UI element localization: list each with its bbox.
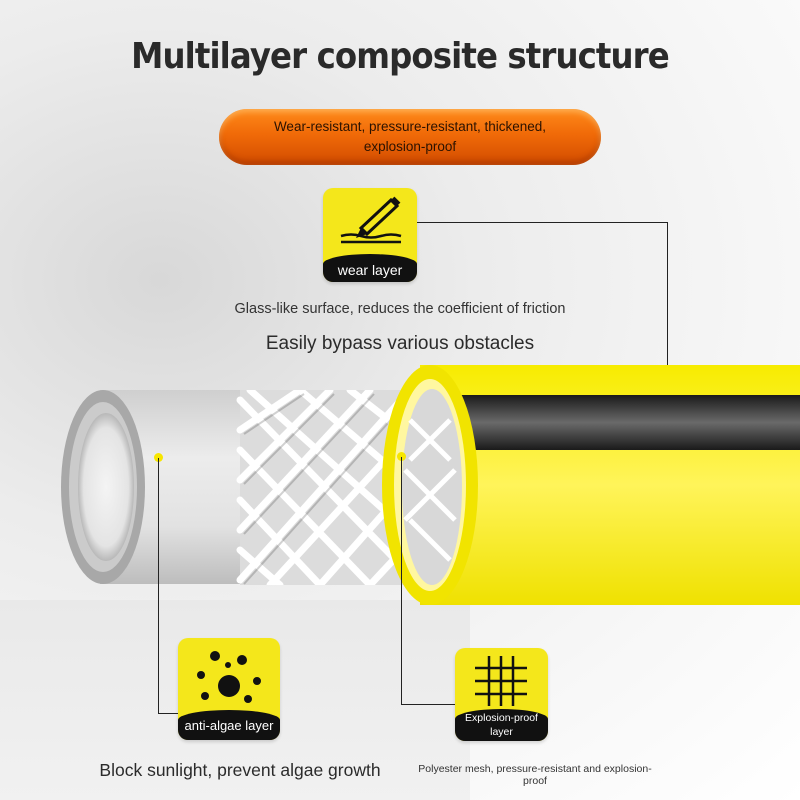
anti-algae-connector-vertical [158, 458, 159, 714]
wear-layer-desc-2: Easily bypass various obstacles [265, 333, 535, 354]
explosion-proof-layer-badge: Explosion-proof layer [455, 648, 548, 741]
wear-layer-label: wear layer [337, 262, 403, 278]
explosion-proof-label: Explosion-proof layer [465, 712, 538, 738]
explosion-connector-vertical [401, 457, 402, 704]
anti-algae-marker-dot [154, 453, 163, 462]
wear-layer-badge-band: wear layer [323, 254, 417, 282]
wear-connector-vertical [667, 222, 668, 370]
wear-layer-desc-1: Glass-like surface, reduces the coeffici… [234, 301, 566, 317]
anti-algae-label: anti-algae layer [184, 718, 274, 733]
explosion-proof-badge-band: Explosion-proof layer [455, 709, 548, 741]
scraper-icon [340, 196, 402, 244]
mesh-grid-icon [475, 656, 527, 706]
explosion-proof-marker-dot [397, 452, 406, 461]
page-title: Multilayer composite structure [131, 36, 670, 77]
feature-pill-text: Wear-resistant, pressure-resistant, thic… [273, 119, 547, 154]
anti-algae-connector-horizontal [158, 713, 180, 714]
feature-pill: Wear-resistant, pressure-resistant, thic… [219, 109, 601, 165]
anti-algae-layer-badge: anti-algae layer [178, 638, 280, 740]
dots-cluster-icon [197, 651, 261, 703]
anti-algae-badge-band: anti-algae layer [178, 710, 280, 740]
wear-connector-horizontal [417, 222, 668, 223]
hose-illustration [61, 365, 800, 605]
wear-layer-badge: wear layer [323, 188, 417, 282]
explosion-proof-desc: Polyester mesh, pressure-resistant and e… [418, 763, 652, 787]
anti-algae-desc: Block sunlight, prevent algae growth [99, 760, 381, 780]
explosion-connector-horizontal [401, 704, 457, 705]
